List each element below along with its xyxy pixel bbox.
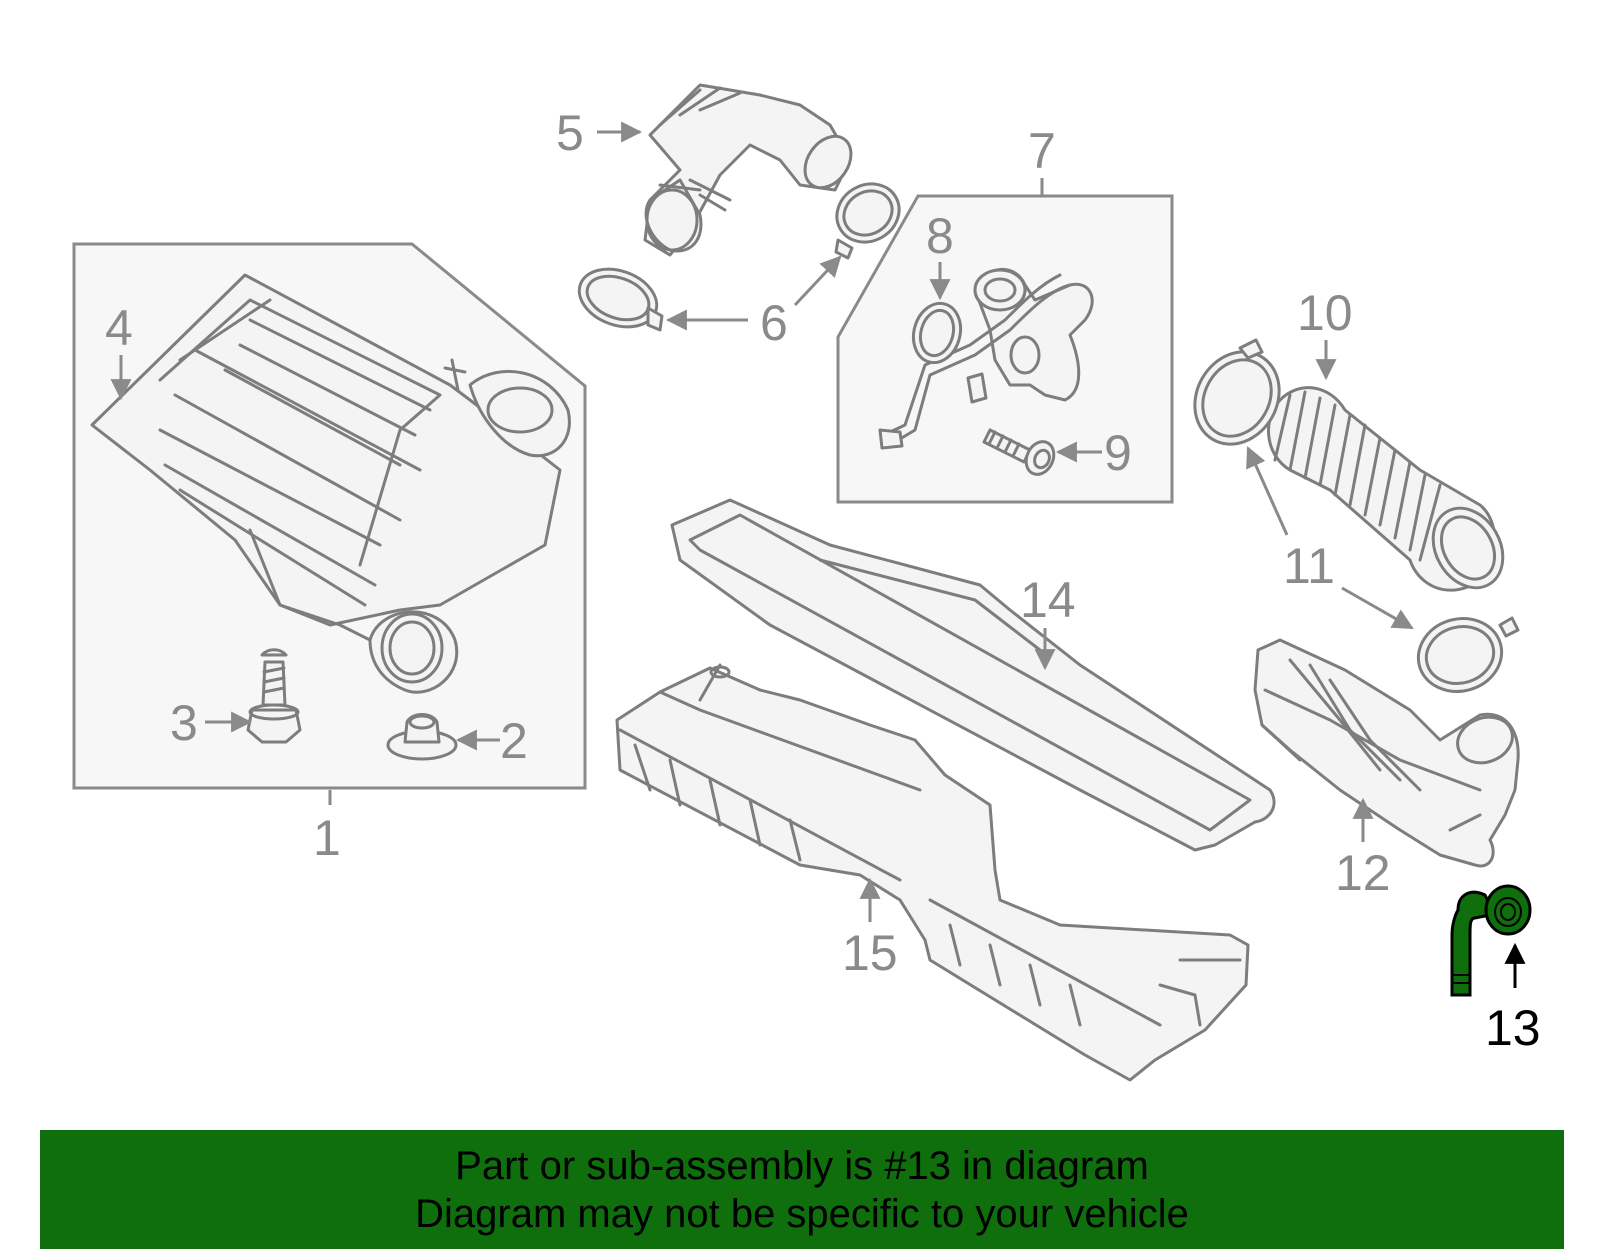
part-11-clamp-b[interactable] [1410, 609, 1520, 700]
part-7-breather-valve[interactable] [878, 268, 1094, 450]
part-14-cover-seal[interactable] [670, 498, 1276, 852]
part-8-o-ring[interactable] [907, 298, 967, 368]
callout-1: 1 [313, 810, 341, 866]
part-10-corrugated-hose[interactable] [1267, 386, 1517, 601]
callout-3: 3 [170, 695, 198, 751]
callout-11: 11 [1283, 538, 1335, 594]
part-1-air-cleaner-housing[interactable] [90, 273, 571, 694]
part-11-clamp-a[interactable] [1178, 336, 1295, 459]
banner-line-disclaimer: Diagram may not be specific to your vehi… [415, 1192, 1189, 1236]
part-9-bolt[interactable] [982, 428, 1059, 479]
part-15-lower-air-duct[interactable] [615, 663, 1250, 1082]
callout-2: 2 [500, 713, 528, 769]
banner-line-part-number: Part or sub-assembly is #13 in diagram [455, 1144, 1149, 1188]
part-5-intake-duct[interactable] [643, 83, 860, 257]
part-6-clamp-a[interactable] [571, 259, 665, 337]
callout-7: 7 [1028, 123, 1056, 179]
callout-15: 15 [842, 925, 898, 981]
callout-4: 4 [105, 300, 133, 356]
callout-8: 8 [926, 208, 954, 264]
callout-12: 12 [1335, 845, 1391, 901]
part-13-hose-elbow-highlighted[interactable] [1450, 884, 1532, 997]
callout-5: 5 [556, 105, 584, 161]
callout-14: 14 [1020, 572, 1076, 628]
callout-6: 6 [760, 295, 788, 351]
leader-lines [110, 121, 1526, 988]
callout-9: 9 [1104, 425, 1132, 481]
info-banner: Part or sub-assembly is #13 in diagram D… [40, 1130, 1564, 1249]
part-3-bolt[interactable] [246, 648, 302, 744]
part-6-clamp-b[interactable] [826, 173, 909, 260]
callout-13-highlighted: 13 [1485, 1000, 1541, 1056]
part-12-intake-resonator[interactable] [1253, 638, 1520, 868]
callout-10: 10 [1297, 285, 1353, 341]
